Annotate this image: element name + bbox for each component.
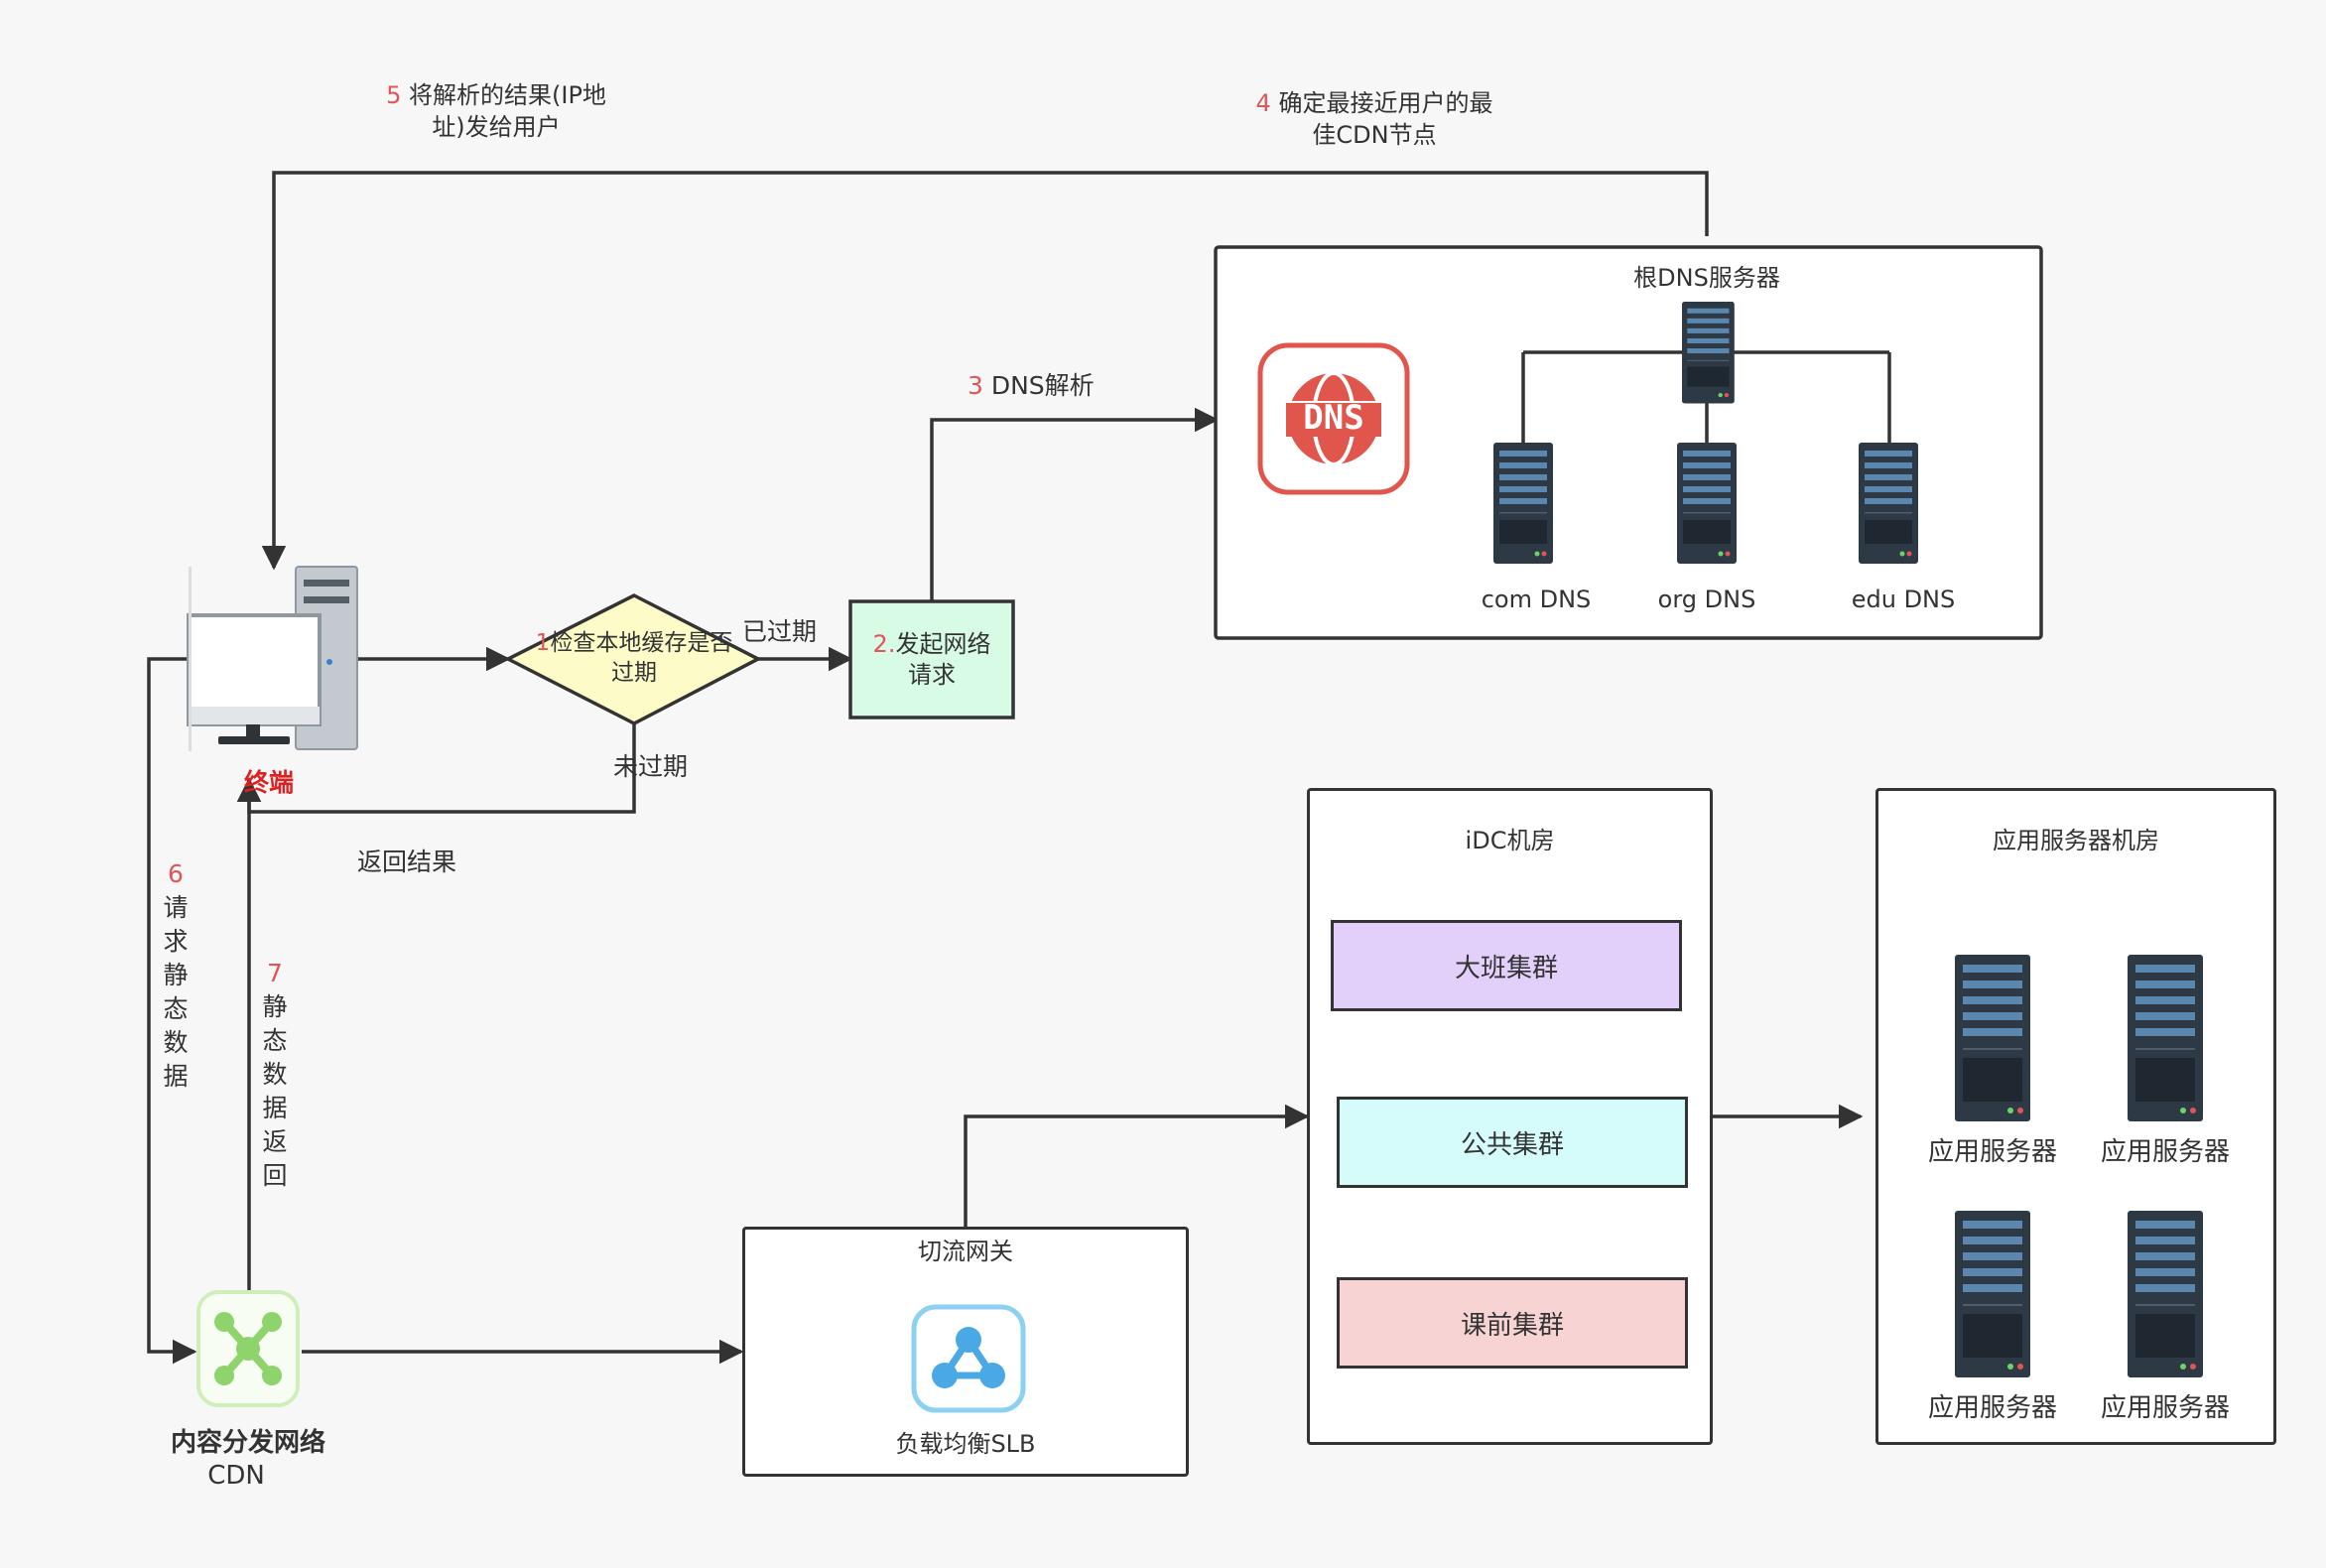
idc-title: iDC机房 [1465, 827, 1555, 854]
dns-logo-icon: DNS [1257, 342, 1410, 495]
edge-request-static [147, 657, 197, 1365]
step4-line1: 确定最接近用户的最 [1278, 89, 1493, 117]
app-server-icon [1955, 955, 2030, 1121]
step6-char: 态 [163, 994, 189, 1023]
cluster-pre-class: 课前集群 [1337, 1277, 1688, 1369]
expired-label: 已过期 [742, 617, 818, 646]
step1-label: 1检查本地缓存是否 过期 [500, 629, 768, 689]
step5-label: 5 将解析的结果(IP地 址)发给用户 [337, 79, 655, 144]
step7-char: 据 [262, 1094, 288, 1122]
idc-box: iDC机房 大班集群 公共集群 课前集群 [1307, 788, 1713, 1445]
cluster-public: 公共集群 [1337, 1097, 1688, 1188]
step7-char: 数 [262, 1060, 288, 1089]
dns-logo-text: DNS [1303, 398, 1363, 438]
step7-char: 返 [262, 1127, 288, 1156]
step6-char: 数 [163, 1028, 189, 1057]
app-room-title: 应用服务器机房 [1993, 827, 2159, 854]
step7-label: 7 静 态 数 据 返 回 [260, 957, 290, 1193]
step3-text: DNS解析 [990, 371, 1095, 400]
not-expired-label: 未过期 [613, 752, 689, 781]
step-number: 1 [535, 630, 551, 656]
root-dns-title: 根DNS服务器 [1633, 264, 1780, 292]
step6-char: 求 [163, 927, 189, 956]
step5-line2: 址)发给用户 [432, 113, 561, 142]
terminal-label: 终端 [244, 768, 295, 797]
cdn-line2: CDN [207, 1460, 265, 1491]
return-result-label: 返回结果 [357, 848, 457, 876]
cdn-line1: 内容分发网络 [170, 1428, 325, 1458]
step-number: 4 [1255, 89, 1271, 117]
app-server-label: 应用服务器 [1927, 1137, 2057, 1167]
dns-group-box [1214, 245, 2043, 640]
step1-line2: 过期 [611, 659, 657, 686]
cluster-label: 课前集群 [1460, 1310, 1564, 1341]
slb-label: 负载均衡SLB [895, 1430, 1036, 1458]
cache-check-diamond [504, 593, 762, 725]
step2-label: 2.发起网络 请求 [850, 629, 1013, 691]
step1-line1: 检查本地缓存是否 [550, 630, 733, 656]
cluster-label: 公共集群 [1460, 1129, 1564, 1160]
step-number: 2. [872, 630, 896, 658]
edu-dns-label: edu DNS [1851, 586, 1956, 613]
slb-icon [911, 1304, 1026, 1413]
com-dns-label: com DNS [1481, 586, 1592, 613]
step-number: 7 [267, 959, 283, 987]
cdn-label: 内容分发网络 CDN [129, 1427, 367, 1492]
step4-line2: 佳CDN节点 [1312, 121, 1437, 150]
cdn-icon [196, 1290, 300, 1407]
gateway-title: 切流网关 [918, 1238, 1013, 1265]
step7-char: 静 [262, 992, 288, 1021]
edge-root-to-terminal [261, 171, 1709, 571]
app-server-label: 应用服务器 [1927, 1393, 2057, 1423]
step6-char: 据 [163, 1062, 189, 1091]
step6-char: 请 [163, 893, 189, 922]
step5-line1: 将解析的结果(IP地 [409, 81, 606, 109]
step4-label: 4 确定最接近用户的最 佳CDN节点 [1211, 87, 1538, 152]
step-number: 6 [168, 859, 184, 888]
step6-char: 静 [163, 961, 189, 989]
step2-line1: 发起网络 [895, 630, 991, 658]
step3-label: 3 DNS解析 [968, 369, 1095, 403]
network-request-box [848, 599, 1015, 719]
step-number: 3 [968, 371, 983, 400]
edge-gateway-to-idc [964, 1104, 1310, 1229]
terminal-computer-icon [187, 566, 358, 751]
cluster-large-class: 大班集群 [1331, 920, 1682, 1011]
step7-char: 回 [262, 1161, 288, 1190]
step2-line2: 请求 [908, 661, 956, 690]
org-dns-label: org DNS [1657, 586, 1756, 613]
cluster-label: 大班集群 [1454, 953, 1558, 983]
app-server-icon [2128, 1211, 2203, 1377]
app-server-icon [2128, 955, 2203, 1121]
edge-dns-resolve [930, 407, 1220, 601]
app-server-icon [1955, 1211, 2030, 1377]
step-number: 5 [386, 81, 402, 109]
step7-char: 态 [262, 1026, 288, 1055]
app-server-label: 应用服务器 [2100, 1137, 2230, 1167]
step6-label: 6 请 求 静 态 数 据 [161, 857, 191, 1094]
app-server-label: 应用服务器 [2100, 1393, 2230, 1423]
app-room-box: 应用服务器机房 [1875, 788, 2276, 1445]
gateway-box: 切流网关 负载均衡SLB [742, 1227, 1189, 1477]
